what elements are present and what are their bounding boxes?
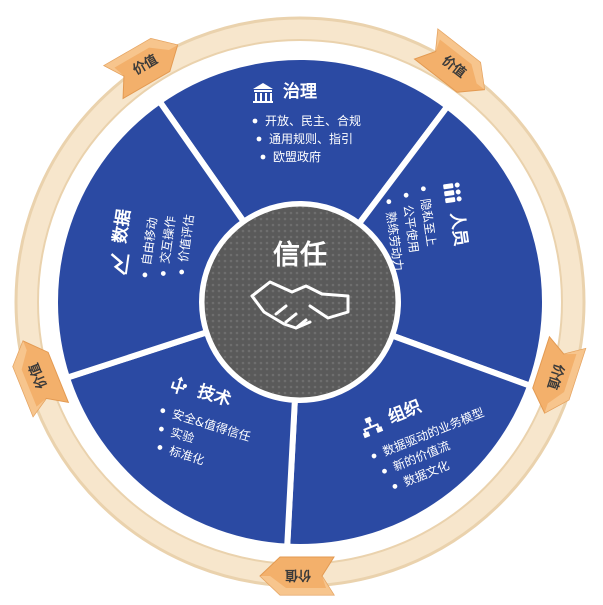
segment-data-item: 价值评估: [175, 213, 197, 263]
bullet-dot: [157, 445, 163, 450]
bullet-dot: [420, 186, 426, 192]
bullet-dot: [158, 426, 164, 432]
people-group-icon: [443, 182, 462, 204]
arrow-right-label: 价值: [544, 362, 567, 392]
center-hub: [199, 201, 401, 403]
segment-governance-item: 欧盟政府: [273, 149, 321, 164]
segment-governance-title: 治理: [283, 81, 317, 102]
segment-governance-item: 开放、民主、合规: [265, 113, 361, 128]
bullet-dot: [386, 199, 392, 205]
arrow-bottom: 价值: [259, 556, 335, 596]
bullet-dot: [403, 192, 409, 198]
segment-data-label: 数据自由移动交互操作价值评估: [109, 208, 197, 278]
arrows-group: 价值价值价值价值价值: [12, 28, 587, 596]
arrow-top-right: 价值: [413, 28, 486, 93]
bullet-dot: [382, 468, 387, 474]
segment-technology-item: 实验: [169, 424, 196, 445]
segment-governance-item: 通用规则、指引: [269, 131, 353, 146]
bullet-dot: [252, 118, 258, 124]
bullet-dot: [142, 272, 148, 278]
bullet-dot: [371, 453, 377, 459]
bullet-dot: [260, 154, 266, 160]
bullet-dot: [392, 483, 398, 489]
center-title: 信任: [273, 240, 327, 271]
org-chart-icon: [362, 416, 384, 439]
bullet-dot: [160, 271, 166, 276]
usb-icon: [170, 376, 187, 395]
bullet-dot: [256, 136, 262, 142]
arrow-left: 价值: [12, 340, 70, 418]
handshake-icon: [250, 280, 350, 330]
segment-data-title: 数据: [109, 208, 135, 245]
bullet-dot: [160, 408, 166, 414]
segment-people-title: 人员: [446, 211, 471, 247]
bank-building-icon: [253, 83, 273, 103]
arrow-bottom-label: 价值: [285, 567, 311, 583]
bullet-dot: [179, 269, 185, 275]
arrow-right: 价值: [532, 335, 587, 414]
segment-people-item: 隐私至上: [418, 198, 439, 247]
data-chart-icon: [110, 253, 130, 276]
segment-people-item: 公平使用: [401, 204, 423, 254]
arrow-top-left: 价值: [103, 38, 179, 100]
segment-data-item: 自由移动: [139, 217, 160, 266]
segment-data-item: 交互操作: [157, 215, 179, 265]
